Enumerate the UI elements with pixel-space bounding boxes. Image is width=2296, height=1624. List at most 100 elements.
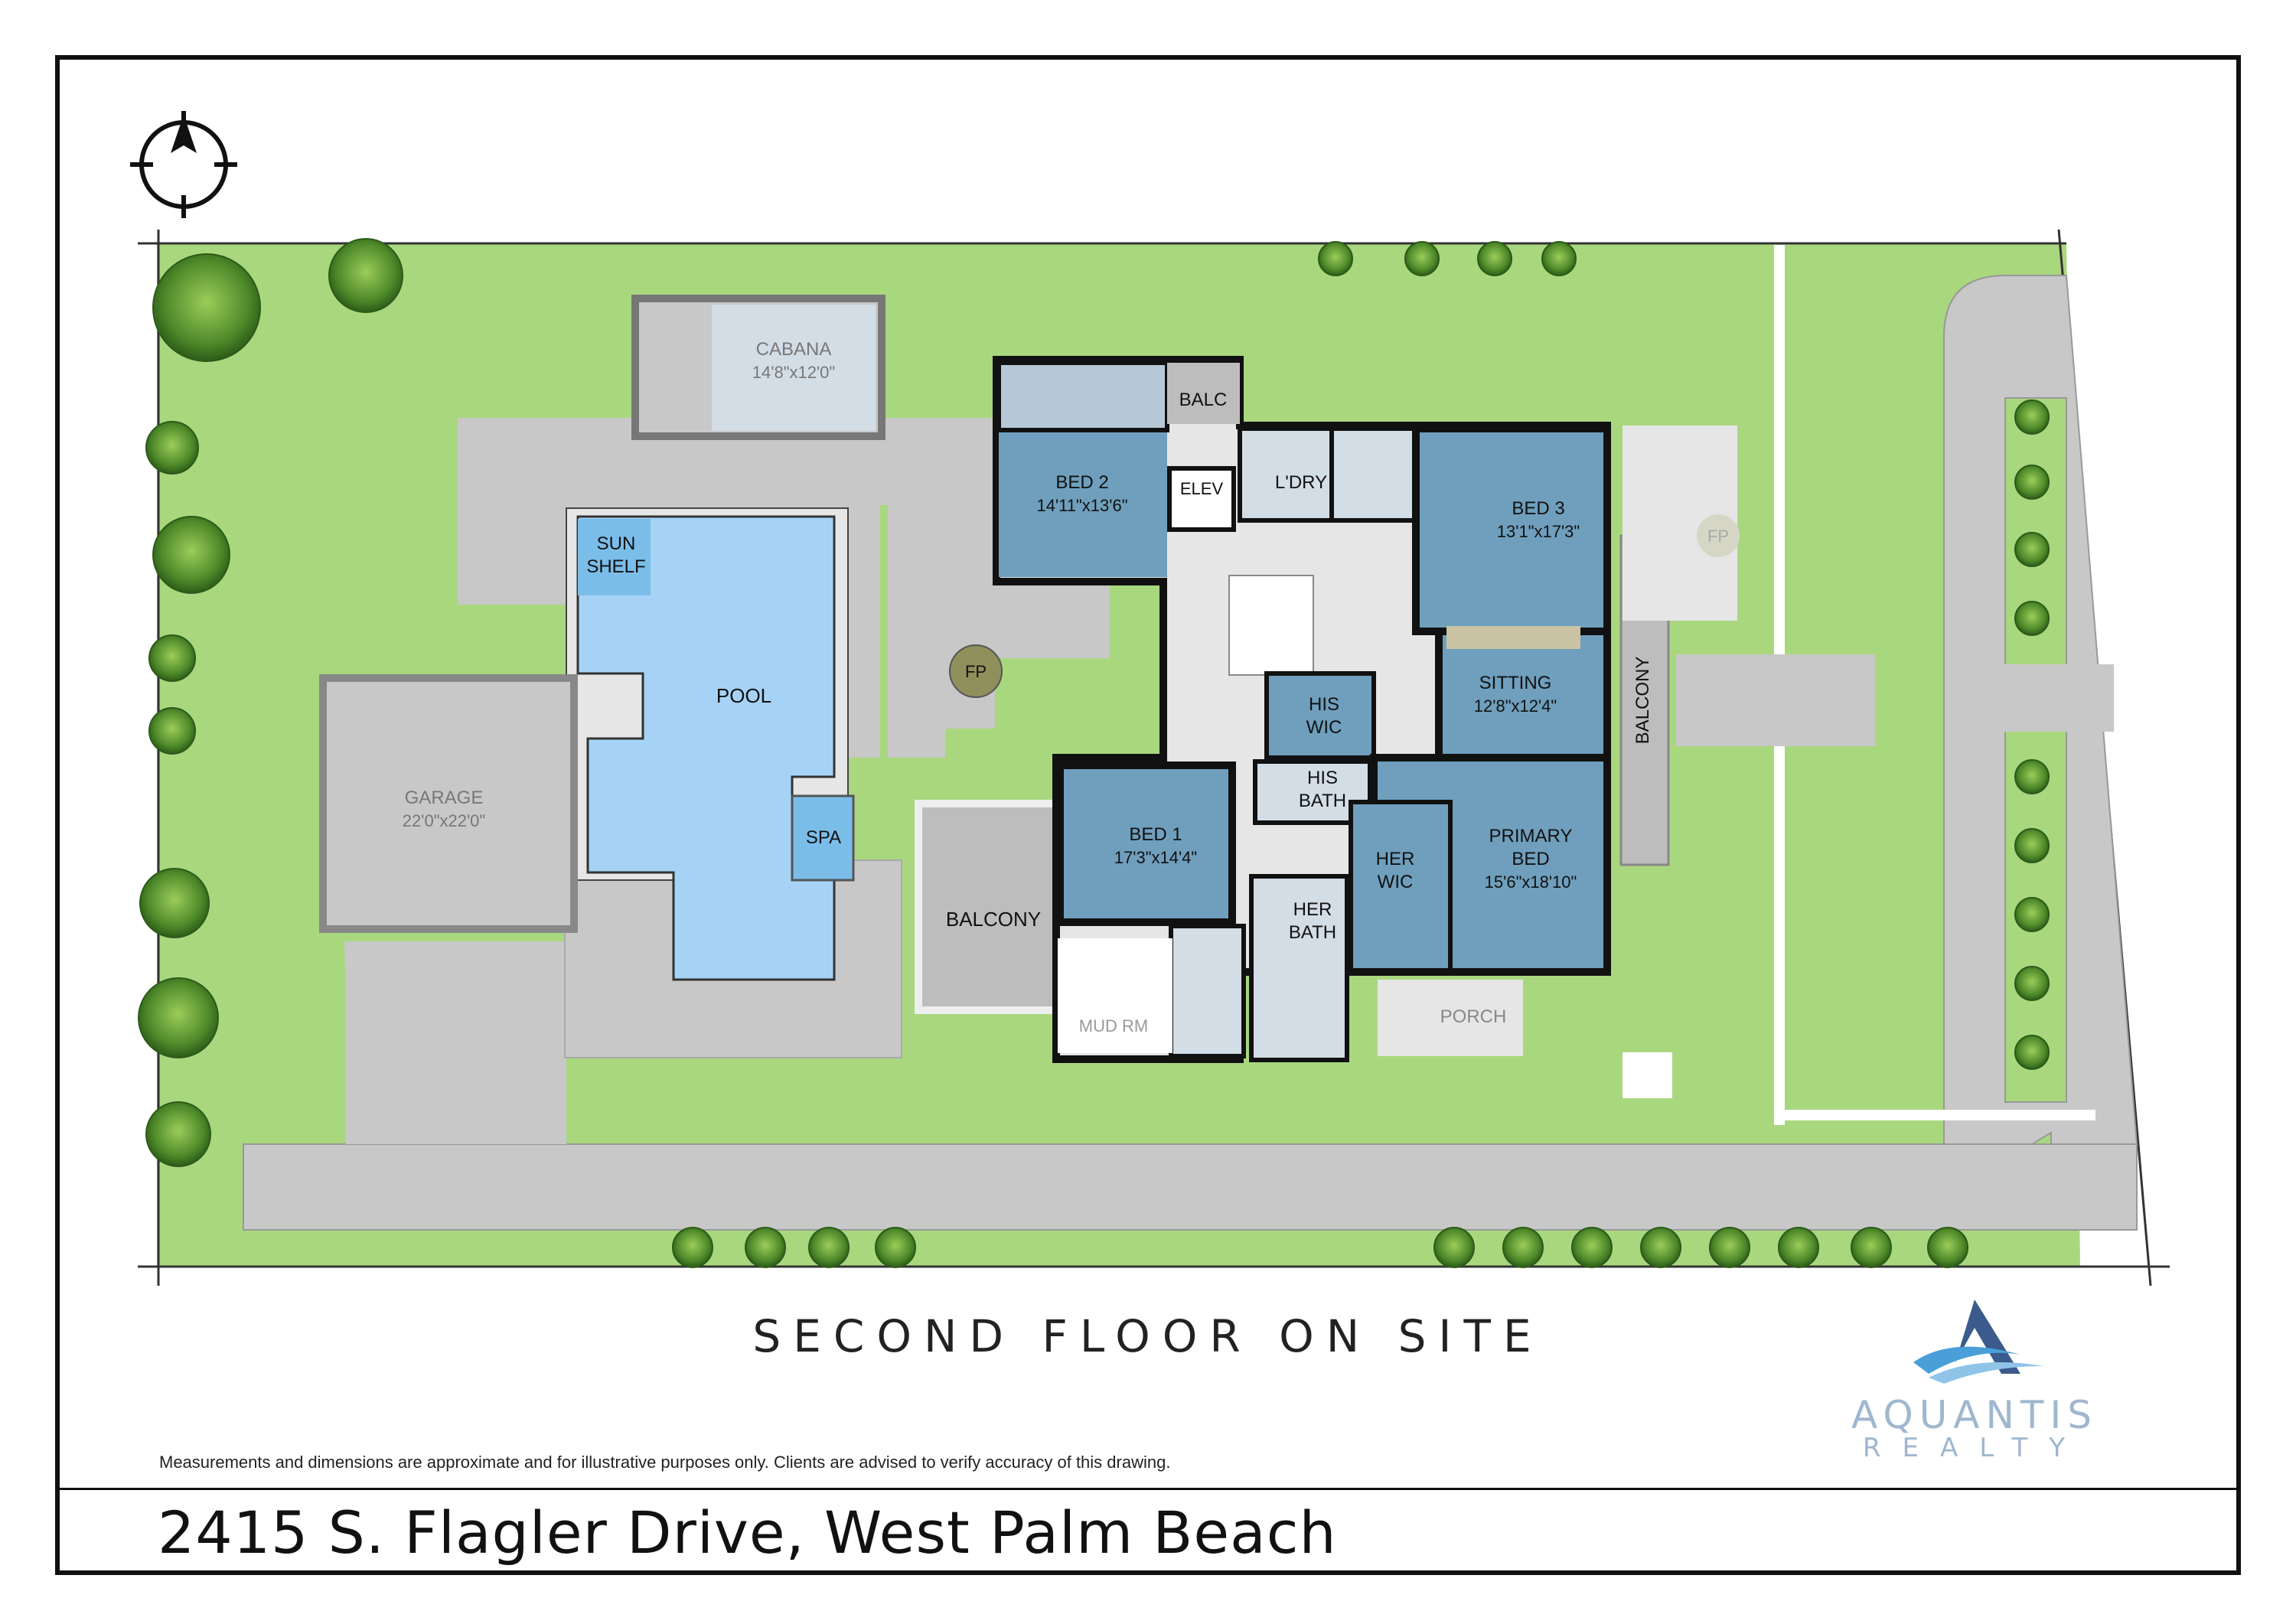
bed3-label: BED 3 <box>1512 498 1564 519</box>
mud-room-label: MUD RM <box>1079 1016 1148 1035</box>
entry-walk <box>1623 1052 1672 1098</box>
tree <box>2014 465 2050 500</box>
his-wic-label: WIC <box>1306 717 1342 738</box>
fireplace-east <box>1697 514 1740 557</box>
page-frame <box>55 55 2241 1575</box>
balc-room <box>1167 363 1240 424</box>
primary-label: BED <box>1512 849 1549 869</box>
his-bath-label: BATH <box>1299 791 1346 811</box>
tree <box>328 238 403 313</box>
her-wic-label: HER <box>1376 849 1415 869</box>
driveway <box>243 1143 2138 1231</box>
bed3-bath <box>1329 426 1418 523</box>
her-bath-label: BATH <box>1289 922 1336 943</box>
tree <box>148 707 196 755</box>
balc-label: BALC <box>1179 390 1228 410</box>
fireplace-patio <box>949 644 1003 698</box>
his-bath-label: HIS <box>1307 768 1338 788</box>
north-arrow-icon <box>130 111 237 218</box>
tree <box>1318 241 1353 276</box>
tree <box>1433 1227 1475 1268</box>
tree <box>1709 1227 1750 1268</box>
tree <box>745 1227 786 1268</box>
cabana-room <box>712 305 876 431</box>
tree <box>1571 1227 1613 1268</box>
bed1-bath <box>1169 924 1246 1058</box>
tree <box>2014 828 2050 863</box>
tree <box>2014 759 2050 794</box>
primary-label: PRIMARY <box>1489 826 1573 846</box>
garage-dims: 22'0"x22'0" <box>403 811 485 830</box>
tree <box>1778 1227 1819 1268</box>
tree <box>145 421 199 474</box>
primary-dims: 15'6"x18'10" <box>1485 872 1577 892</box>
tree <box>1477 241 1512 276</box>
tree <box>1851 1227 1892 1268</box>
tree <box>152 253 261 362</box>
bed3-dims: 13'1"x17'3" <box>1497 522 1580 541</box>
his-wic-label: HIS <box>1309 694 1339 715</box>
walkway <box>1774 1110 2095 1120</box>
tree <box>1927 1227 1968 1268</box>
tree <box>1640 1227 1681 1268</box>
balcony-east-label: BALCONY <box>1632 657 1653 745</box>
bed2-label: BED 2 <box>1055 472 1108 493</box>
spa-label: SPA <box>806 827 841 848</box>
tree <box>1404 241 1440 276</box>
elev-label: ELEV <box>1180 479 1224 498</box>
garage <box>319 674 578 933</box>
pool <box>576 515 836 981</box>
walkway <box>1999 664 2114 732</box>
fp-label: FP <box>965 662 987 681</box>
tree <box>2014 1035 2050 1070</box>
her-wic-label: WIC <box>1378 872 1414 892</box>
sun-shelf-label: SUN <box>597 533 636 554</box>
mud-room <box>1058 938 1172 1053</box>
property-address: 2415 S. Flagler Drive, West Palm Beach <box>158 1498 1337 1567</box>
porch-label: PORCH <box>1440 1006 1507 1027</box>
stairs <box>1228 575 1314 676</box>
bed1-dims: 17'3"x14'4" <box>1114 848 1197 867</box>
drawing-title: SECOND FLOOR ON SITE <box>752 1310 1544 1362</box>
tree <box>672 1227 713 1268</box>
tree <box>138 977 219 1058</box>
pool-label: POOL <box>716 684 771 707</box>
bed1-room <box>1056 761 1236 926</box>
elev-room <box>1167 466 1236 532</box>
her-bath-label: HER <box>1293 899 1332 920</box>
his-wic <box>1264 671 1376 760</box>
cabana-label: CABANA <box>756 339 832 360</box>
sun-shelf-label: SHELF <box>586 556 645 577</box>
tree <box>152 516 230 594</box>
tree <box>1502 1227 1544 1268</box>
tree <box>1541 241 1577 276</box>
balcony-west <box>915 800 1060 1014</box>
walkway <box>1676 654 1875 746</box>
disclaimer-text: Measurements and dimensions are approxim… <box>159 1453 1171 1472</box>
porch <box>1378 980 1523 1056</box>
tree <box>808 1227 850 1268</box>
footer-divider <box>55 1488 2241 1490</box>
sun-shelf <box>578 519 651 595</box>
tree <box>148 634 196 682</box>
tree <box>2014 897 2050 932</box>
sitting-counter <box>1446 626 1580 649</box>
sitting-label: SITTING <box>1479 673 1552 693</box>
brand-logo-icon <box>1913 1300 2043 1384</box>
her-bath <box>1249 874 1349 1062</box>
brand-name: AQUANTIS <box>1851 1393 2098 1437</box>
fp-east-label: FP <box>1707 527 1729 546</box>
tree <box>875 1227 916 1268</box>
bed2-room <box>999 430 1167 577</box>
tree <box>145 1101 211 1167</box>
brand-sub: REALTY <box>1862 1433 2087 1463</box>
her-wic <box>1349 800 1453 973</box>
spa <box>791 794 855 882</box>
tree <box>139 868 210 938</box>
bed2-dims: 14'11"x13'6" <box>1036 496 1127 515</box>
tree <box>2014 532 2050 567</box>
tree <box>2014 399 2050 435</box>
sitting-dims: 12'8"x12'4" <box>1474 696 1557 716</box>
